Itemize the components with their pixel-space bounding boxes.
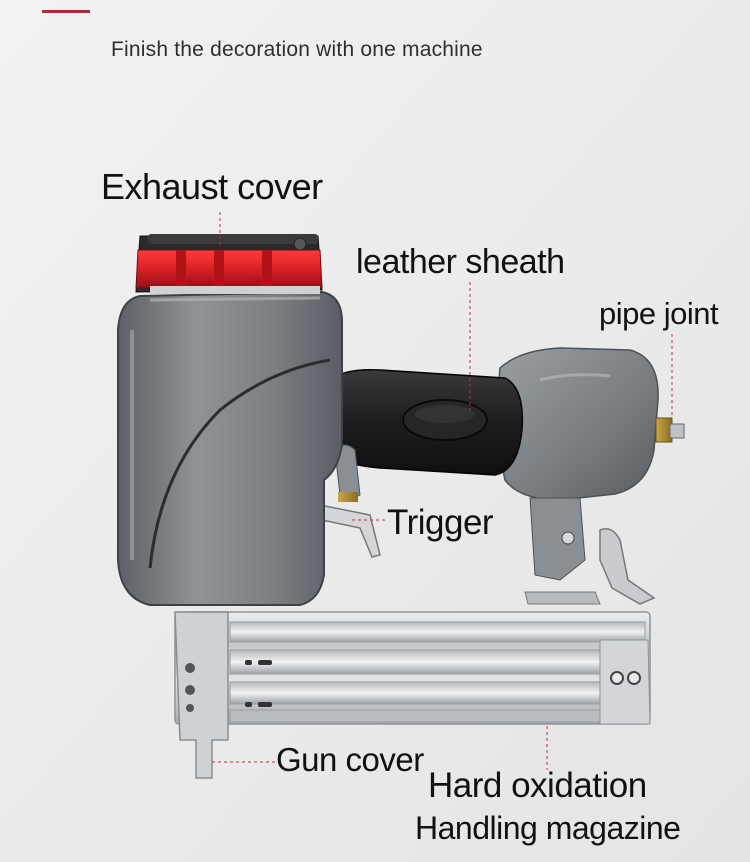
pipe-joint-fitting	[655, 417, 685, 443]
label-trigger: Trigger	[387, 503, 494, 542]
tagline: Finish the decoration with one machine	[111, 38, 483, 61]
label-pipe-joint: pipe joint	[599, 296, 719, 331]
label-gun-cover: Gun cover	[276, 741, 424, 778]
accent-bar	[42, 10, 90, 13]
label-hard-oxidation: Hard oxidation	[428, 766, 647, 805]
magazine	[174, 611, 651, 779]
leader-lines	[212, 212, 673, 770]
label-handling-magazine: Handling magazine	[415, 810, 681, 846]
leather-grip	[329, 368, 524, 476]
rear-lever	[599, 528, 656, 605]
rear-housing	[494, 347, 659, 581]
main-body	[117, 290, 343, 606]
label-leather-sheath: leather sheath	[356, 243, 565, 281]
exhaust-cover	[135, 234, 323, 294]
label-exhaust-cover: Exhaust cover	[101, 166, 323, 207]
